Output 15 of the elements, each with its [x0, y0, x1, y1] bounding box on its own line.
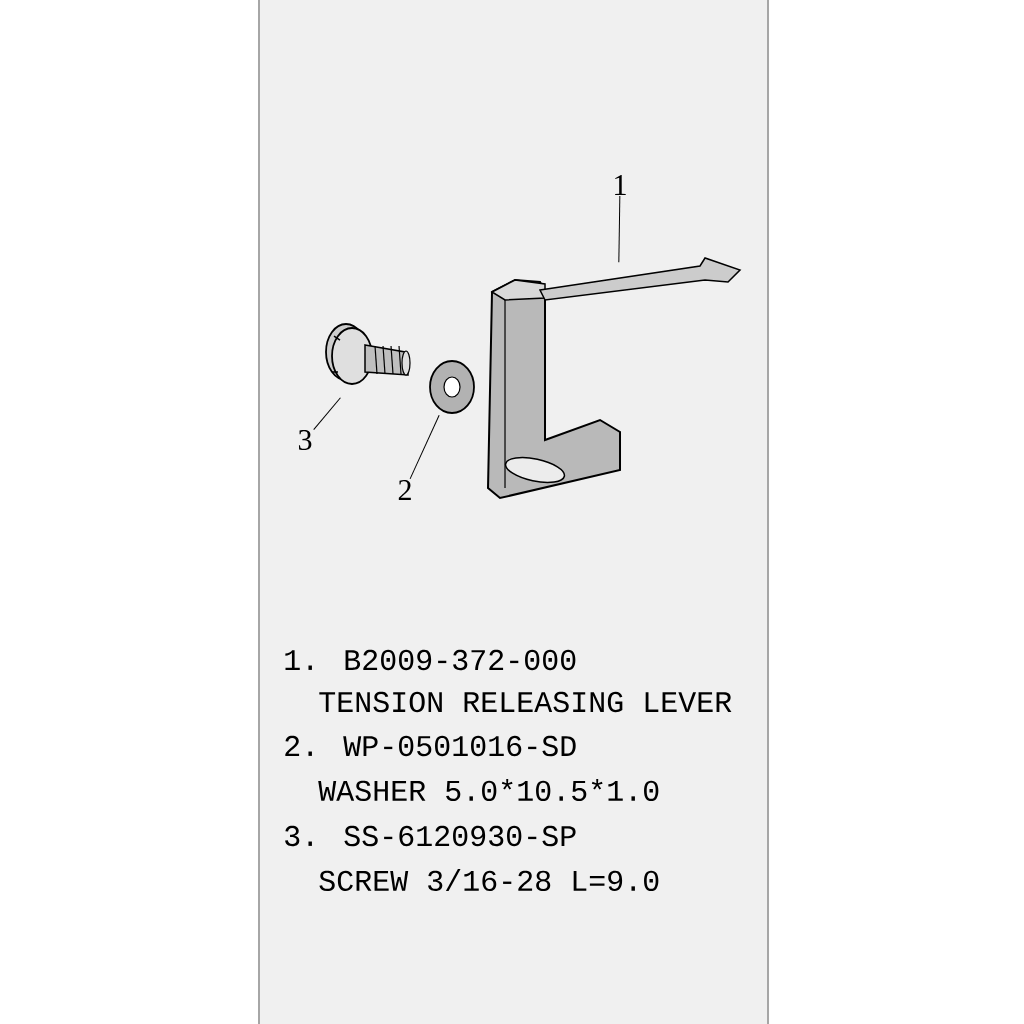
leader-line [313, 397, 341, 431]
leader-line [618, 195, 621, 263]
leader-line [409, 414, 440, 480]
lever-drawing [487, 257, 742, 500]
part-description: TENSION RELEASING LEVER [319, 691, 732, 713]
part-number: 2. WP-0501016-SD [285, 735, 576, 757]
part-description: WASHER 5.0*10.5*1.0 [318, 779, 659, 801]
part-number: 3. SS-6120930-SP [285, 825, 576, 847]
washer-drawing [429, 360, 475, 414]
part-number: 1. B2009-372-000 [285, 649, 576, 671]
callout-number: 1 [615, 175, 626, 195]
callout-number: 3 [298, 429, 312, 451]
screw-drawing [325, 323, 411, 385]
part-description: SCREW 3/16-28 L=9.0 [319, 869, 659, 892]
callout-number: 2 [398, 480, 411, 500]
